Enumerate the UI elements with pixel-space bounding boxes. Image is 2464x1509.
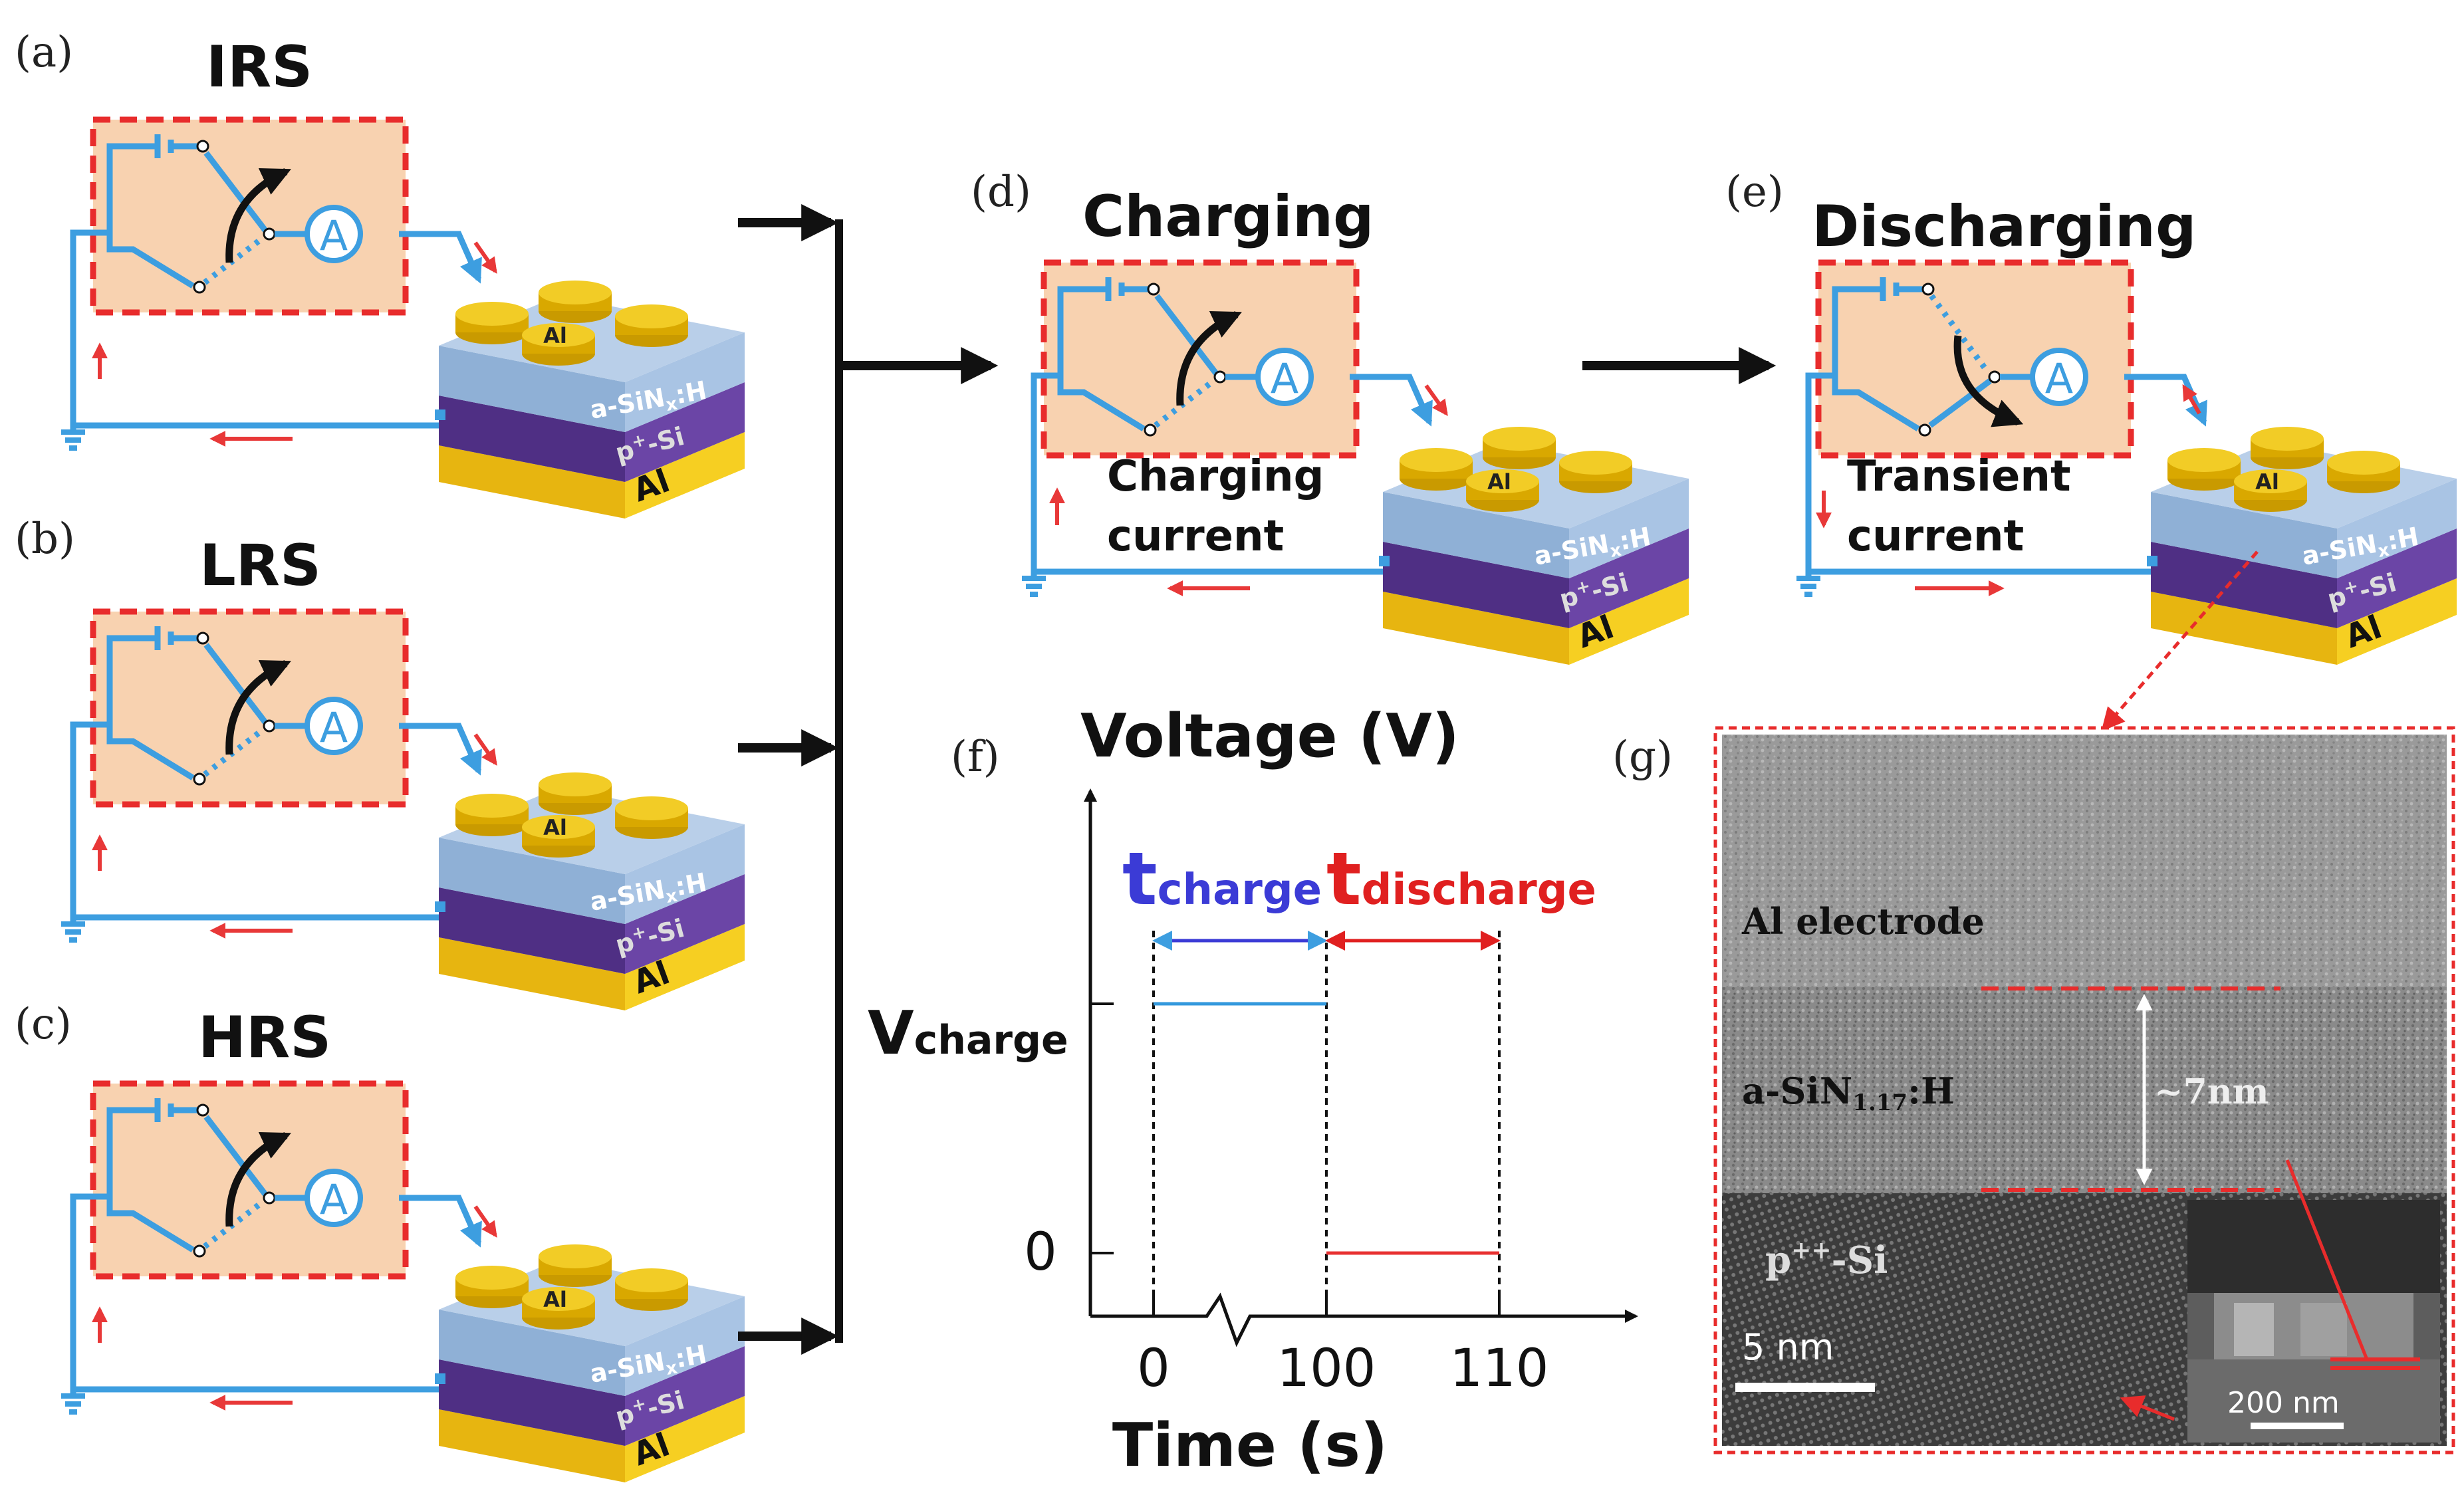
charging-current-line1: Charging: [1107, 452, 1324, 501]
device-c: Al a-SiNx:H p+-Si Al: [435, 1244, 745, 1482]
return-wire-e: [1805, 372, 2161, 575]
interval-label-discharge: tdischarge: [1326, 836, 1596, 921]
panel-c: (c) HRS Al a-SiNx:H p+-Si Al: [15, 1000, 745, 1482]
merge-bracket: [738, 204, 999, 1355]
x-tick-label: 0: [1137, 1339, 1170, 1399]
panel-d-letter: (d): [971, 168, 1031, 217]
panel-a-state: IRS: [206, 34, 312, 100]
panel-e-title: Discharging: [1812, 193, 2197, 260]
scalebar-inset: [2251, 1423, 2344, 1429]
switch-box-c: [93, 1084, 406, 1276]
panel-c-state: HRS: [198, 1004, 331, 1071]
svg-text:p+-Si: p+-Si: [1556, 566, 1631, 614]
scalebar-main: [1735, 1383, 1875, 1392]
scalebar-main-label: 5 nm: [1742, 1326, 1834, 1368]
ammeter-icon: A: [2045, 354, 2073, 403]
current-arrow-down-b: [473, 733, 497, 766]
svg-text:Al: Al: [543, 323, 567, 348]
current-arrow-up-e: [2182, 384, 2201, 415]
panel-b-state: LRS: [199, 532, 321, 599]
panel-c-letter: (c): [15, 1000, 72, 1049]
wire-to-device-a: [399, 231, 482, 284]
chart-xlabel: Time (s): [1112, 1411, 1388, 1480]
panel-e-letter: (e): [1725, 168, 1784, 217]
inset-pointer-line: [2285, 1159, 2369, 1360]
panel-g: (g) Al electrode a-SiN1.17:H p++-Si ~7nm…: [1612, 726, 2455, 1454]
ground-icon: [61, 429, 85, 451]
interval-label-charge: tcharge: [1122, 836, 1322, 921]
svg-text:Al: Al: [543, 815, 567, 840]
tem-electrode-label: Al electrode: [1741, 900, 1985, 943]
current-arrow-down-d: [1424, 384, 1448, 416]
x-axis-with-break: [1090, 1292, 1638, 1347]
wire-to-device-d: [1350, 374, 1433, 427]
return-wire-b: [70, 721, 439, 921]
charging-current-line2: current: [1107, 512, 1284, 561]
ground-icon: [1796, 576, 1820, 597]
device-e: Al a-SiNx:H p+-Si Al: [2147, 427, 2457, 665]
device-a: Al a-SiNx:H p+-Si Al: [435, 281, 745, 519]
svg-text:Al: Al: [1487, 469, 1511, 495]
wire-to-device-b: [399, 723, 482, 776]
switch-box-e: A: [1815, 259, 2134, 459]
ground-icon: [61, 921, 85, 943]
transient-current-line1: Transient: [1847, 452, 2071, 501]
panel-b-letter: (b): [15, 515, 75, 564]
panel-e: (e) Discharging A Transient current: [1725, 168, 2457, 732]
device-b: Al a-SiNx:H p+-Si Al: [435, 772, 745, 1010]
y-tick-label-zero: 0: [1024, 1222, 1057, 1282]
x-tick-label: 100: [1277, 1339, 1376, 1399]
transient-current-line2: current: [1847, 512, 2024, 561]
svg-text:Al: Al: [543, 1287, 567, 1312]
x-tick-label: 110: [1450, 1339, 1549, 1399]
panel-f-letter: (f): [951, 733, 1000, 782]
switch-box-d: [1044, 263, 1356, 455]
device-d: Al a-SiNx:H p+-Si Al: [1379, 427, 1689, 665]
tem-thickness: ~7nm: [2154, 1072, 2269, 1112]
panel-a-letter: (a): [15, 28, 73, 77]
wire-to-device-c: [399, 1195, 482, 1248]
current-arrow-down-a: [473, 241, 497, 274]
inset-pointer-arrow: [2120, 1395, 2175, 1421]
y-tick-label-vcharge: Vcharge: [868, 998, 1068, 1068]
tem-substrate-label: p++-Si: [1765, 1236, 1888, 1282]
panel-d: (d) Charging Charging current Al a-SiNx:…: [971, 168, 1689, 665]
svg-text:Al: Al: [2255, 469, 2279, 495]
panel-d-title: Charging: [1082, 183, 1374, 250]
ground-icon: [61, 1393, 85, 1415]
return-wire-d: [1031, 372, 1390, 575]
scalebar-inset-label: 200 nm: [2227, 1386, 2340, 1420]
svg-text:p+-Si: p+-Si: [612, 912, 687, 960]
switch-box-a: [93, 120, 406, 312]
return-wire-c: [70, 1193, 439, 1393]
return-wire-a: [70, 229, 439, 429]
chart-title: Voltage (V): [1080, 701, 1459, 771]
panel-a: (a) IRS Al a-SiNx:H p+-Si Al: [15, 28, 745, 519]
tem-insulator-label: a-SiN1.17:H: [1742, 1070, 1955, 1116]
tem-image: [1722, 735, 2447, 1446]
panel-b: (b) LRS Al a-SiNx:H p+-Si Al: [15, 515, 745, 1010]
panel-g-letter: (g): [1612, 733, 1673, 782]
ground-icon: [1022, 576, 1046, 597]
switch-box-b: [93, 612, 406, 804]
current-arrow-down-c: [473, 1205, 497, 1238]
